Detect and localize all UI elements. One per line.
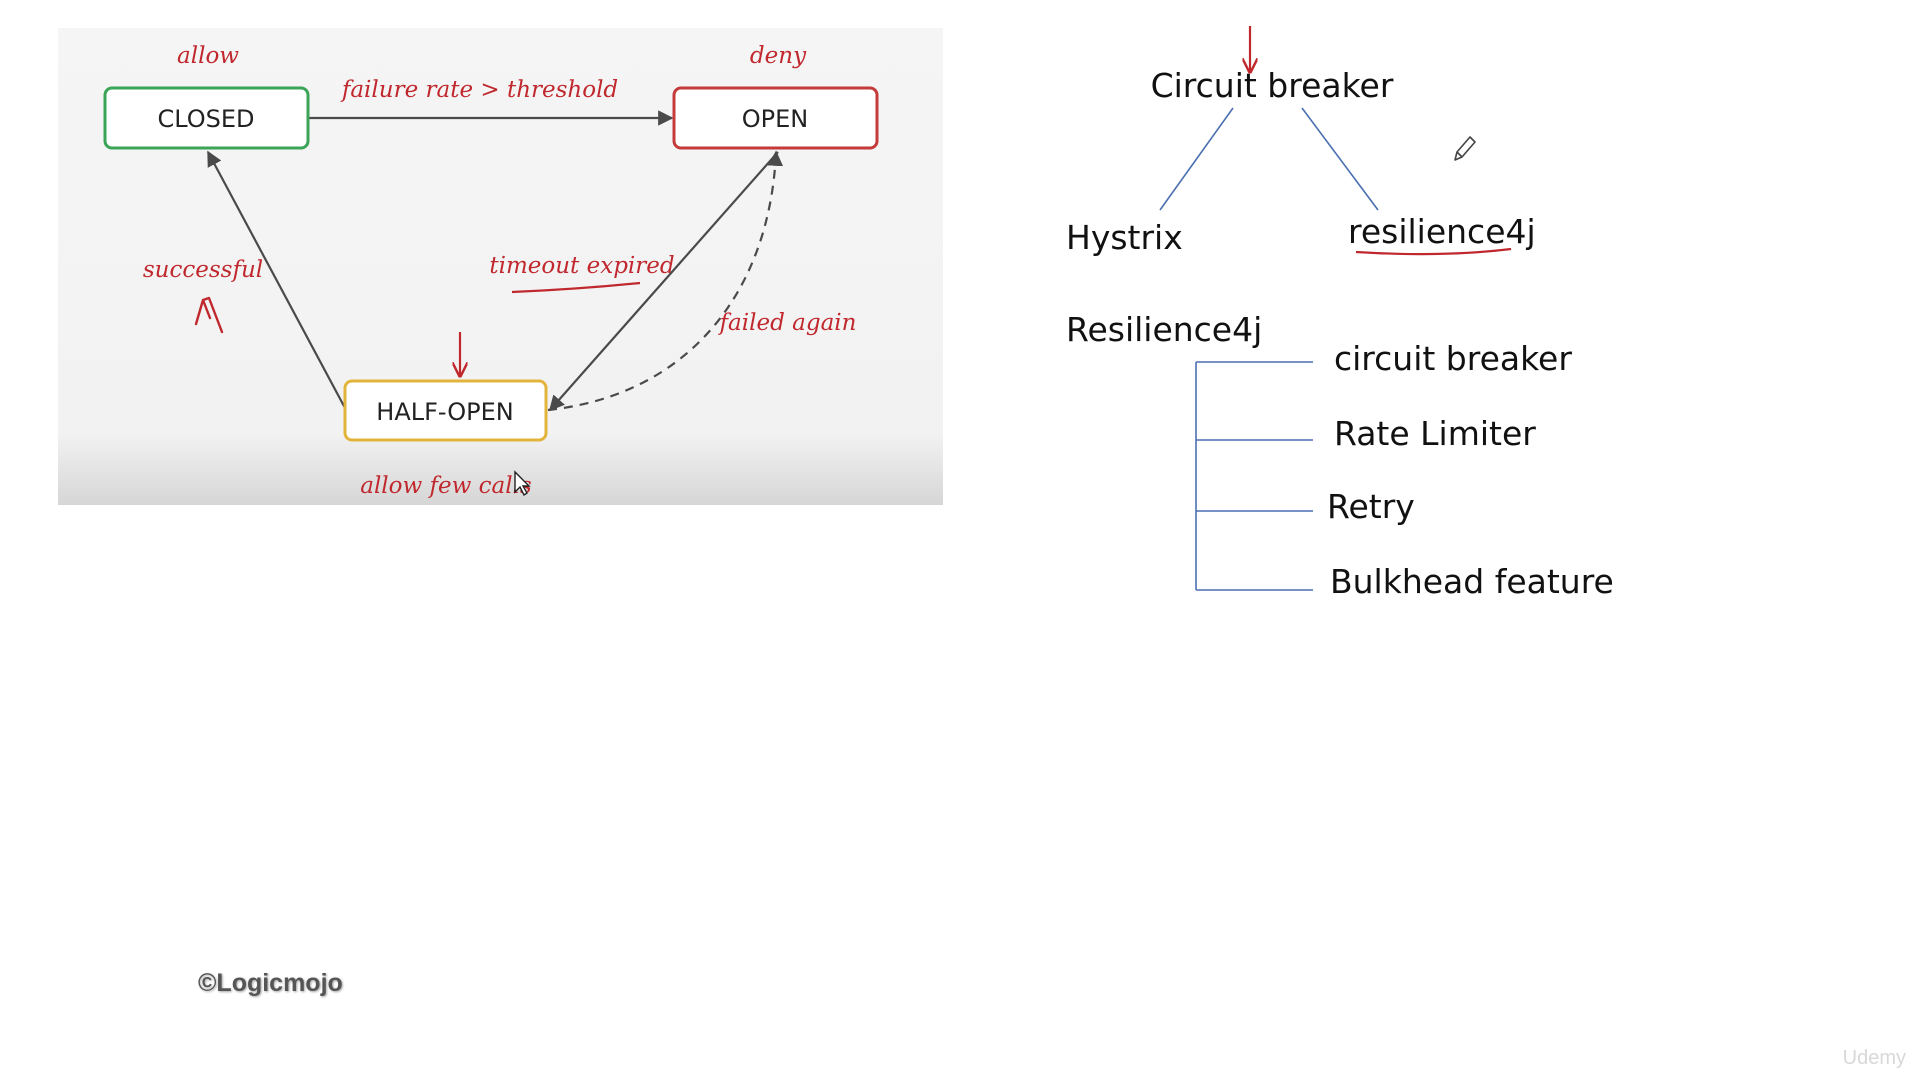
- feature-item-circuit-breaker: circuit breaker: [1334, 339, 1572, 378]
- transition-halfopen-to-open-dashed: [547, 150, 784, 412]
- state-half-open-box: [343, 379, 548, 442]
- state-half-open: HALF-OPEN: [343, 379, 548, 442]
- state-open-label: OPEN: [742, 105, 808, 133]
- state-closed-label: CLOSED: [157, 105, 254, 133]
- state-open-box: [672, 86, 879, 150]
- state-closed-box: [103, 86, 310, 150]
- state-diagram-panel: CLOSED OPEN HALF-OPEN allow deny failure…: [58, 28, 943, 505]
- state-half-open-label: HALF-OPEN: [376, 398, 513, 426]
- annotation-allow-few-calls: allow few calls: [360, 473, 532, 499]
- feature-item-retry: Retry: [1327, 487, 1415, 526]
- feature-bracket: [1195, 361, 1313, 591]
- handwritten-up-arrow-icon: [194, 296, 224, 334]
- pen-tool-icon: [1454, 136, 1476, 161]
- annotation-successful: successful: [143, 257, 263, 283]
- state-closed: CLOSED: [103, 86, 310, 150]
- right-child-underline: [1355, 247, 1512, 256]
- state-open: OPEN: [672, 86, 879, 150]
- tree-right-child-label: resilience4j: [1348, 212, 1536, 251]
- annotation-deny: deny: [750, 43, 807, 69]
- mouse-cursor-icon: [514, 470, 531, 497]
- annotation-failure-rate: failure rate > threshold: [340, 77, 618, 103]
- tree-left-child-label: Hystrix: [1066, 218, 1183, 257]
- tree-root-label: Circuit breaker: [1151, 66, 1394, 105]
- resilience-tree: Circuit breaker Hystrix resilience4j Res…: [1066, 26, 1614, 601]
- annotation-timeout-expired: timeout expired: [489, 253, 674, 279]
- feature-item-rate-limiter: Rate Limiter: [1334, 414, 1536, 453]
- annotation-allow: allow: [177, 43, 239, 69]
- udemy-watermark: Udemy: [1843, 1047, 1906, 1069]
- branch-left-line: [1159, 107, 1234, 211]
- annotation-failed-again: failed again: [718, 310, 857, 336]
- transition-open-to-halfopen: [548, 151, 779, 412]
- feature-item-bulkhead: Bulkhead feature: [1330, 562, 1614, 601]
- timeout-underline: [511, 281, 641, 294]
- group-title-label: Resilience4j: [1066, 310, 1262, 349]
- transition-halfopen-to-closed: [207, 150, 346, 409]
- branch-right-line: [1301, 107, 1379, 211]
- logicmojo-watermark: ©Logicmojo: [198, 969, 343, 997]
